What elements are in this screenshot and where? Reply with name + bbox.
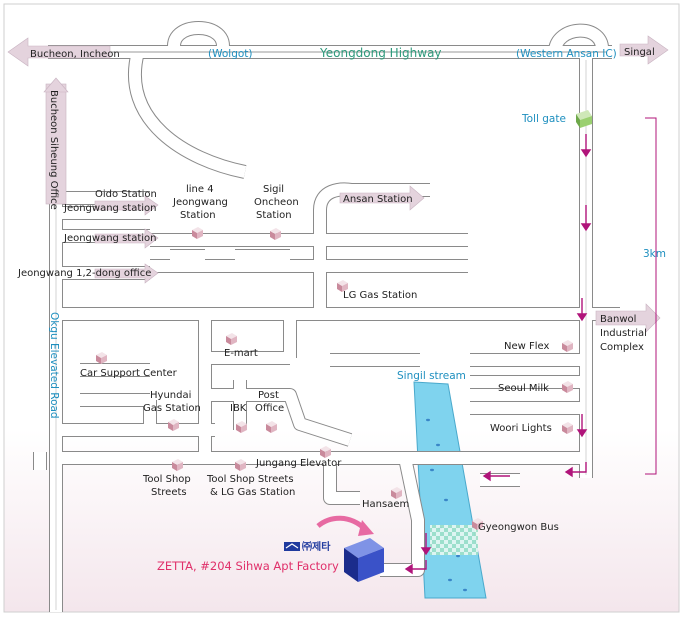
label-oido-station: Oido Station — [95, 189, 157, 200]
label-singil-stream: Singil stream — [397, 370, 466, 382]
zetta-logo-text: ㈜제타 — [302, 540, 331, 553]
arrow-bucheon-icon — [7, 37, 111, 67]
building-marker-icon — [562, 422, 573, 434]
label-new-flex: New Flex — [504, 341, 549, 352]
route-arrow-icon — [420, 547, 432, 556]
label-industrial: Industrial — [600, 328, 647, 339]
label-western-ansan-ic: (Western Ansan IC) — [516, 48, 617, 60]
label-ibk: IBK — [230, 403, 247, 414]
label-hyundai-2: Gas Station — [143, 403, 201, 414]
route-arrow-icon — [580, 149, 592, 158]
label-yeongdong-highway: Yeongdong Highway — [319, 46, 442, 60]
arrow-banwol-icon — [595, 303, 661, 333]
label-okgu-elevated-road: Okgu Elevated Road — [48, 312, 60, 419]
label-sigil-3: Station — [256, 210, 292, 221]
stream-bridge-area — [430, 525, 478, 555]
building-marker-icon — [472, 518, 483, 530]
building-marker-icon — [226, 333, 237, 345]
building-marker-icon — [562, 381, 573, 393]
zetta-building-icon — [344, 538, 384, 582]
label-jungang: Jungang Elevator — [255, 458, 342, 469]
label-seoul-milk: Seoul Milk — [498, 383, 549, 394]
route-arrows — [404, 134, 592, 575]
route-arrow-icon — [576, 313, 588, 322]
landmark-markers — [96, 227, 573, 530]
label-complex: Complex — [600, 342, 644, 353]
arrow-office-icon — [94, 263, 159, 284]
building-marker-icon — [320, 446, 331, 458]
route-arrow-icon — [576, 429, 588, 438]
route-arrow-icon — [580, 223, 592, 232]
label-zetta-address: ZETTA, #204 Sihwa Apt Factory — [157, 559, 339, 573]
route-arrow-icon — [404, 563, 413, 575]
label-emart: E-mart — [224, 348, 258, 359]
building-marker-icon — [270, 228, 281, 240]
building-marker-icon — [236, 421, 247, 433]
label-3km: 3km — [643, 248, 666, 260]
building-marker-icon — [562, 340, 573, 352]
label-gyeongwon: Gyeongwon Bus — [478, 522, 559, 533]
label-post-2: Office — [255, 403, 284, 414]
zetta-logo-icon — [284, 542, 300, 551]
label-line4-3: Station — [180, 210, 216, 221]
arrow-north-icon — [43, 77, 69, 93]
label-car-support: Car Support Center — [80, 368, 178, 379]
building-marker-icon — [96, 352, 107, 364]
building-marker-icon — [172, 459, 183, 471]
label-tool1-1: Tool Shop — [142, 474, 191, 485]
label-hyundai-1: Hyundai — [150, 390, 191, 401]
label-tool2-2: & LG Gas Station — [210, 487, 295, 498]
label-jeongwang-office: Jeongwang 1,2-dong office — [17, 268, 151, 279]
company-pointer-head-icon — [358, 520, 374, 536]
label-hansaem: Hansaem — [362, 499, 409, 510]
arrow-singal-icon — [619, 35, 669, 65]
label-line4-2: Jeongwang — [172, 197, 228, 208]
label-bucheon-incheon: Bucheon, Incheon — [30, 49, 120, 60]
label-toll-gate: Toll gate — [521, 113, 566, 125]
label-sigil-2: Oncheon — [254, 197, 299, 208]
building-marker-icon — [337, 280, 348, 292]
building-marker-icon — [391, 487, 402, 499]
label-wolgot: (Wolgot) — [208, 48, 253, 60]
arrow-ansan-icon — [339, 185, 425, 211]
label-tool1-2: Streets — [151, 487, 187, 498]
toll-gate-icon — [576, 110, 592, 128]
label-line4-1: line 4 — [186, 184, 214, 195]
label-jeongwang-station-1: Jeongwang station — [63, 203, 157, 214]
label-lg-gas: LG Gas Station — [343, 290, 417, 301]
building-marker-icon — [192, 227, 203, 239]
route-arrow-icon — [482, 470, 491, 482]
distance-bracket — [645, 117, 657, 475]
label-woori: Woori Lights — [490, 423, 552, 434]
building-marker-icon — [235, 459, 246, 471]
arrow-jeongwang2-icon — [94, 228, 159, 249]
route-arrow-icon — [564, 466, 573, 478]
label-sigil-1: Sigil — [263, 184, 284, 195]
arrow-jeongwang1-icon — [94, 195, 159, 216]
label-ansan-station: Ansan Station — [343, 194, 413, 205]
label-singal: Singal — [624, 47, 655, 58]
label-post-1: Post — [258, 390, 279, 401]
direction-arrows — [7, 35, 669, 333]
label-bucheon-siheung-office: Bucheon Siheung Office — [48, 90, 59, 210]
building-marker-icon — [266, 421, 277, 433]
building-marker-icon — [168, 419, 179, 431]
label-jeongwang-station-2: Jeongwang station — [63, 233, 157, 244]
label-tool2-1: Tool Shop Streets — [206, 474, 294, 485]
label-banwol: Banwol — [600, 314, 636, 325]
